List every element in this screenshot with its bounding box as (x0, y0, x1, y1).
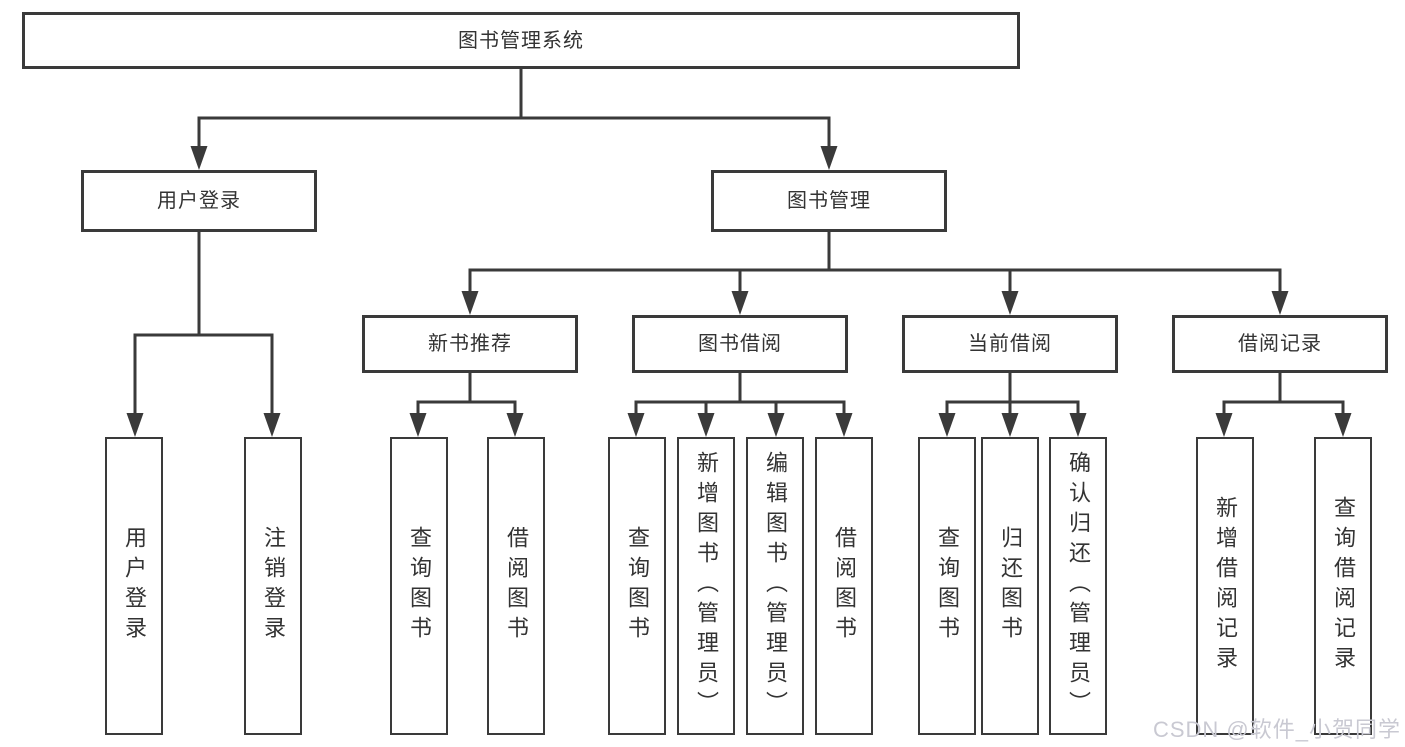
node-root: 图书管理系统 (22, 12, 1020, 69)
node-book-management-label: 图书管理 (787, 190, 871, 212)
leaf-edit-book-admin-label: 编辑图书（管理员） (763, 451, 788, 721)
leaf-query-book-borrowing-label: 查询图书 (625, 526, 650, 646)
arrowhead (1271, 291, 1289, 315)
arrowhead (938, 413, 956, 437)
leaf-query-borrow-record-label: 查询借阅记录 (1331, 496, 1356, 676)
leaf-query-book-current-label: 查询图书 (935, 526, 960, 646)
arrowhead (820, 146, 838, 170)
arrowhead (767, 413, 785, 437)
leaf-add-borrow-record: 新增借阅记录 (1196, 437, 1254, 735)
node-book-management: 图书管理 (711, 170, 947, 232)
node-new-book-recommend-label: 新书推荐 (428, 333, 512, 355)
leaf-user-login-label: 用户登录 (122, 526, 147, 646)
leaf-query-book-recommend-label: 查询图书 (407, 526, 432, 646)
leaf-query-book-current: 查询图书 (918, 437, 976, 735)
node-book-borrowing-label: 图书借阅 (698, 333, 782, 355)
arrowhead (1001, 413, 1019, 437)
leaf-query-borrow-record: 查询借阅记录 (1314, 437, 1372, 735)
arrowhead (1334, 413, 1352, 437)
node-current-borrowing: 当前借阅 (902, 315, 1118, 373)
node-borrowing-records: 借阅记录 (1172, 315, 1388, 373)
leaf-add-book-admin: 新增图书（管理员） (677, 437, 735, 735)
arrowhead (697, 413, 715, 437)
leaf-add-book-admin-label: 新增图书（管理员） (694, 451, 719, 721)
arrowhead (126, 413, 144, 437)
leaf-return-book-label: 归还图书 (998, 526, 1023, 646)
arrowhead (409, 413, 427, 437)
leaf-query-book-recommend: 查询图书 (390, 437, 448, 735)
arrowhead (461, 291, 479, 315)
node-book-borrowing: 图书借阅 (632, 315, 848, 373)
arrowhead (835, 413, 853, 437)
leaf-query-book-borrowing: 查询图书 (608, 437, 666, 735)
leaf-user-login: 用户登录 (105, 437, 163, 735)
leaf-logout: 注销登录 (244, 437, 302, 735)
node-borrowing-records-label: 借阅记录 (1238, 333, 1322, 355)
arrowhead (506, 413, 524, 437)
arrowhead (1069, 413, 1087, 437)
leaf-borrow-book-recommend: 借阅图书 (487, 437, 545, 735)
node-current-borrowing-label: 当前借阅 (968, 333, 1052, 355)
leaf-add-borrow-record-label: 新增借阅记录 (1213, 496, 1238, 676)
arrowhead (627, 413, 645, 437)
arrowhead (1001, 291, 1019, 315)
node-user-login-label: 用户登录 (157, 190, 241, 212)
leaf-logout-label: 注销登录 (261, 526, 286, 646)
leaf-edit-book-admin: 编辑图书（管理员） (746, 437, 804, 735)
arrowhead (190, 146, 208, 170)
leaf-confirm-return-admin: 确认归还（管理员） (1049, 437, 1107, 735)
leaf-return-book: 归还图书 (981, 437, 1039, 735)
arrowhead (731, 291, 749, 315)
node-user-login: 用户登录 (81, 170, 317, 232)
node-root-label: 图书管理系统 (458, 29, 584, 52)
watermark-text: CSDN @软件_小贺同学 (1152, 717, 1401, 742)
leaf-confirm-return-admin-label: 确认归还（管理员） (1066, 451, 1091, 721)
arrowhead (263, 413, 281, 437)
leaf-borrow-book: 借阅图书 (815, 437, 873, 735)
leaf-borrow-book-recommend-label: 借阅图书 (504, 526, 529, 646)
watermark: CSDN @软件_小贺同学 (1153, 712, 1401, 744)
leaf-borrow-book-label: 借阅图书 (832, 526, 857, 646)
arrowhead (1215, 413, 1233, 437)
node-new-book-recommend: 新书推荐 (362, 315, 578, 373)
